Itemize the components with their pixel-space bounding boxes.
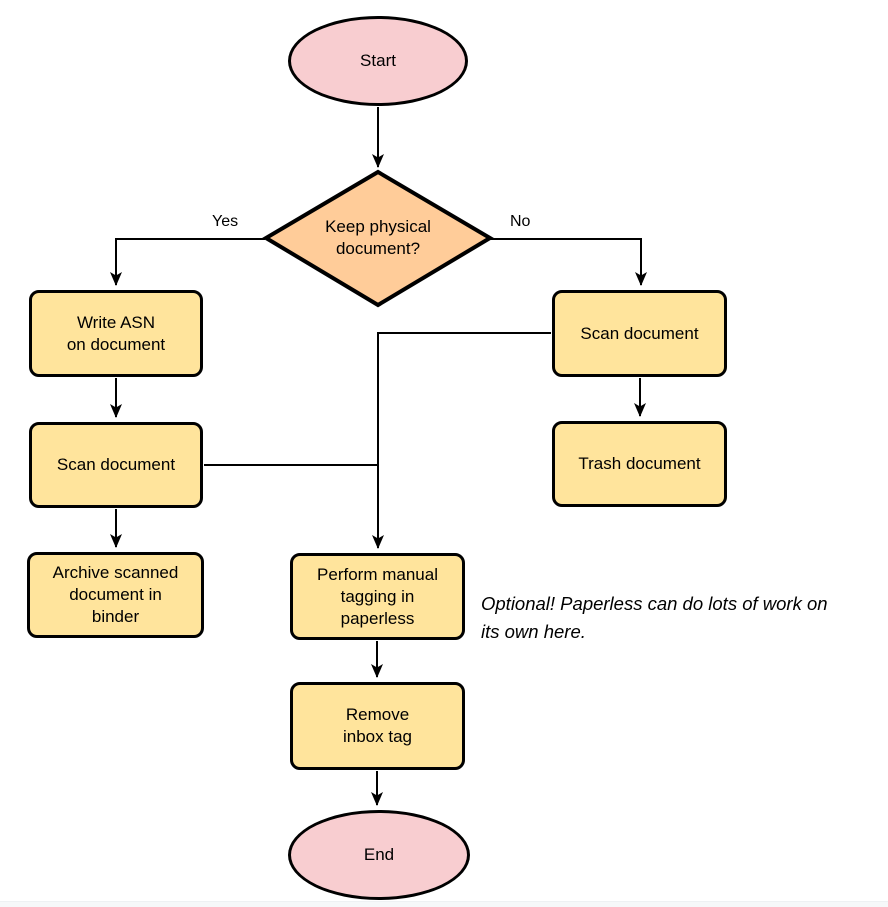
viewport-bottom-strip [0,901,888,907]
node-perform-manual-tagging: Perform manual tagging in paperless [290,553,465,640]
node-archive-scanned: Archive scanned document in binder [27,552,204,638]
edge-scanright-tagging [372,332,551,549]
node-remove-inbox-tag: Remove inbox tag [290,682,465,770]
node-scan-document-right: Scan document [552,290,727,377]
node-write-asn: Write ASN on document [29,290,203,377]
node-scan-document-left: Scan document [29,422,203,508]
node-decision-shape [262,169,494,308]
edge-decision-no [490,238,647,286]
edge-label-no: No [508,212,533,231]
node-decision-label: Keep physical document? [325,217,431,258]
node-end: End [288,810,470,900]
edge-decision-yes [110,238,265,286]
node-trash-document: Trash document [552,421,727,507]
edge-label-yes: Yes [210,212,241,231]
annotation-optional-note: Optional! Paperless can do lots of work … [481,593,828,642]
node-start: Start [288,16,468,106]
